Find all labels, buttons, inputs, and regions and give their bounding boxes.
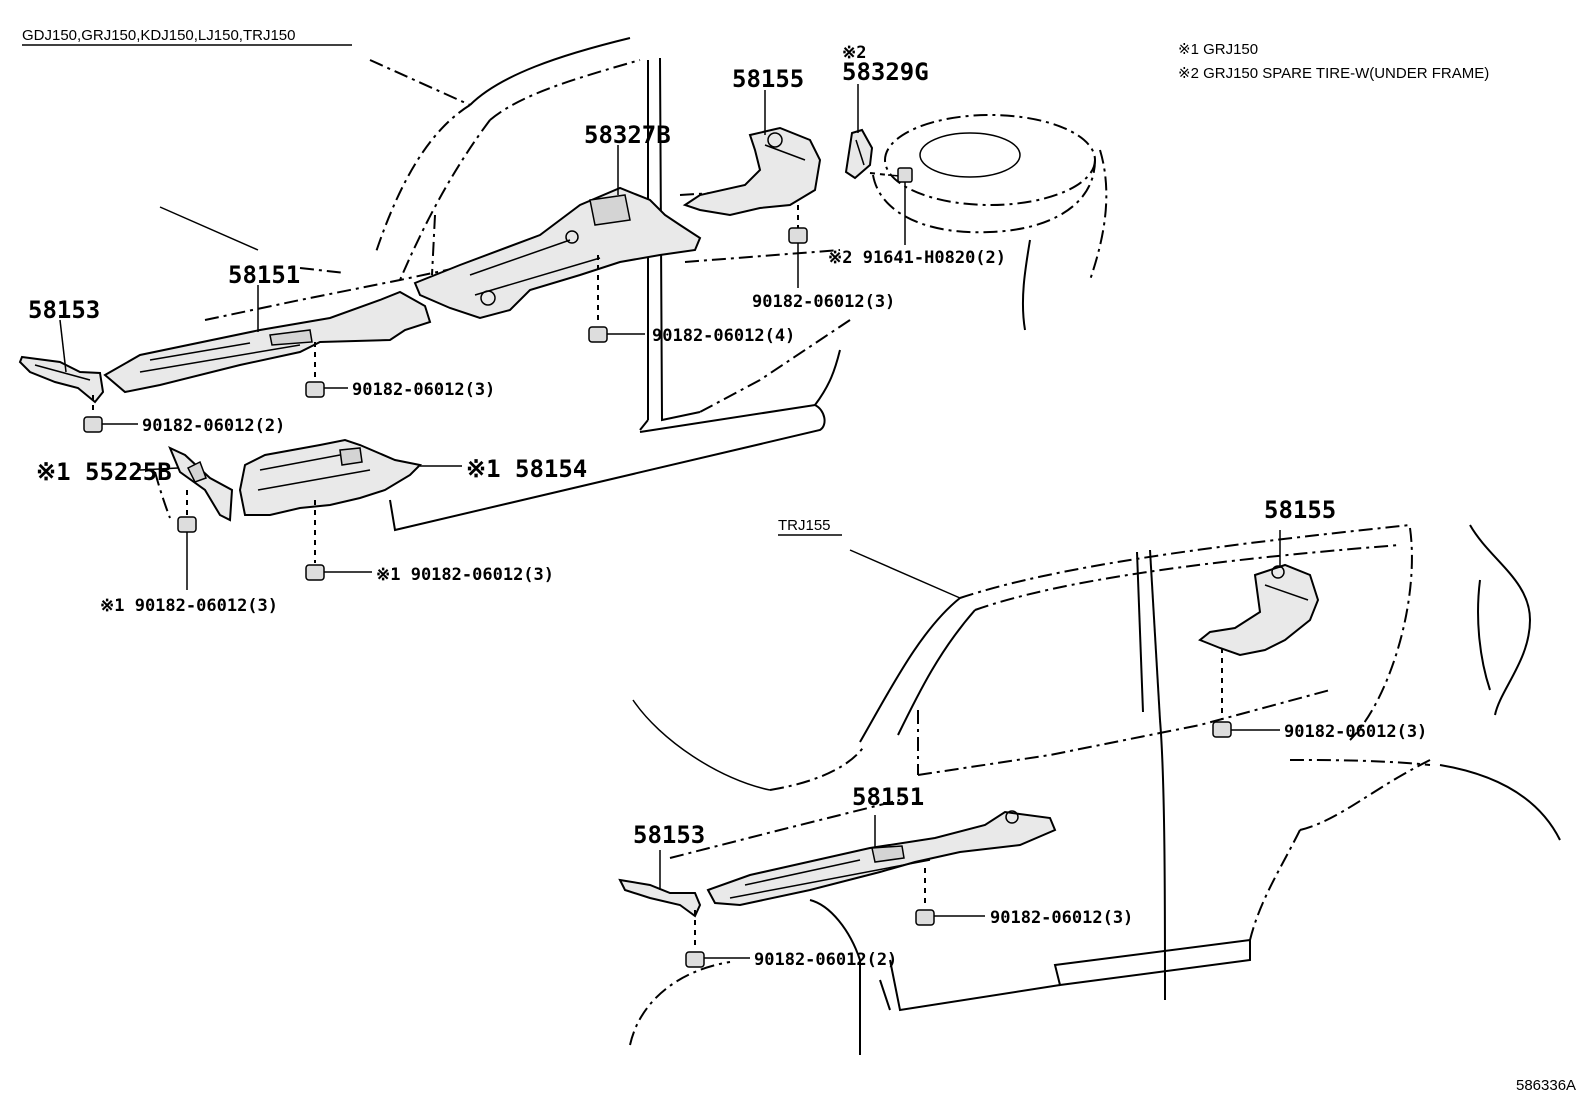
nut-icon [915, 909, 935, 926]
part-58329G-bracket [844, 128, 874, 180]
label-bottom-58155: 58155 [1264, 496, 1336, 524]
spare-tire-outline [872, 114, 1108, 331]
bottom-vehicle-outline [629, 524, 1561, 1055]
part-58153-bracket [18, 355, 105, 404]
bolt-91641-icon [869, 167, 913, 183]
part-58327B-cover [413, 186, 702, 320]
note-1: ※1 GRJ150 [1178, 41, 1258, 58]
label-bottom-58153: 58153 [633, 821, 705, 849]
nut-icon [177, 516, 197, 533]
part-58155-top-cover [682, 126, 822, 217]
label-58155: 58155 [732, 65, 804, 93]
figure-id: 586336A [1516, 1077, 1576, 1094]
label-bottom-nut-58153: 90182-06012(2) [754, 950, 897, 970]
nut-icon [1212, 721, 1232, 738]
label-nut-58155: 90182-06012(3) [752, 292, 895, 312]
nut-icon [83, 416, 103, 433]
label-58151: 58151 [228, 261, 300, 289]
label-nut-58154: ※1 90182-06012(3) [376, 565, 554, 585]
nut-icon [305, 564, 325, 581]
label-nut-58151: 90182-06012(3) [352, 380, 495, 400]
label-58327B: 58327B [584, 121, 671, 149]
label-bottom-nut-58151: 90182-06012(3) [990, 908, 1133, 928]
part-58151-bottom-cover [706, 810, 1057, 907]
part-58155-bottom-cover [1198, 563, 1320, 657]
bottom-fasteners [659, 530, 1281, 968]
label-58329G: 58329G [842, 58, 929, 86]
label-nut-55225B: ※1 90182-06012(3) [100, 596, 278, 616]
label-nut-58327B: 90182-06012(4) [652, 326, 795, 346]
label-91641-bolt: ※2 91641-H0820(2) [828, 248, 1006, 268]
label-58154: ※1 58154 [466, 455, 587, 483]
label-58329G-mark: ※2 [842, 43, 866, 63]
nut-icon [685, 951, 705, 968]
part-58154-cover [238, 438, 423, 516]
nut-icon [788, 227, 808, 244]
models-bottom-heading: TRJ155 [778, 517, 831, 534]
part-58151-cover [103, 290, 432, 394]
label-nut-58153: 90182-06012(2) [142, 416, 285, 436]
top-fasteners [59, 84, 906, 590]
part-55225B-bracket [168, 446, 234, 522]
nut-icon [588, 326, 608, 343]
models-top-heading: GDJ150,GRJ150,KDJ150,LJ150,TRJ150 [22, 27, 295, 44]
nut-icon [305, 381, 325, 398]
label-bottom-nut-58155: 90182-06012(3) [1284, 722, 1427, 742]
label-bottom-58151: 58151 [852, 783, 924, 811]
note-2: ※2 GRJ150 SPARE TIRE-W(UNDER FRAME) [1178, 65, 1489, 82]
label-58153: 58153 [28, 296, 100, 324]
label-55225B: ※1 55225B [36, 458, 172, 486]
